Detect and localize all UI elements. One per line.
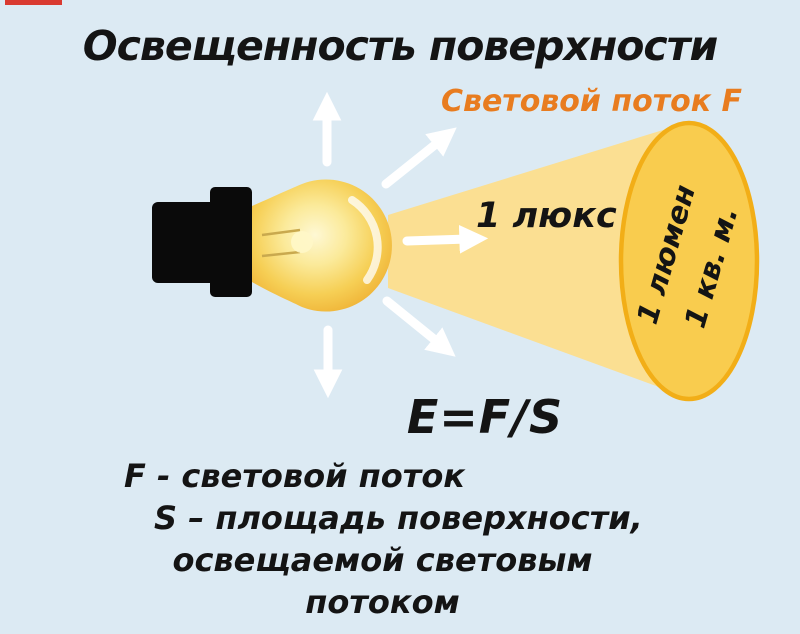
legend-area-definition-2: освещаемой световым [172, 541, 593, 579]
page-title: Освещенность поверхности [82, 22, 718, 70]
legend-flux-definition: F - световой поток [124, 457, 466, 495]
bulb-socket-collar [210, 187, 252, 297]
bulb-highlight [348, 196, 382, 284]
legend-area-definition-1: S – площадь поверхности, [154, 499, 643, 537]
red-strip [5, 0, 62, 5]
light-beam-cone [388, 122, 689, 398]
luminous-flux-label: Световой поток F [440, 84, 742, 119]
arrow-down-right-icon [382, 296, 456, 357]
light-bulb-icon [152, 179, 392, 312]
bulb-filament-glow [291, 231, 313, 253]
arrow-right-icon [402, 224, 489, 254]
formula: E=F/S [406, 390, 564, 444]
arrow-up-right-icon [381, 127, 457, 189]
bulb-filament [261, 228, 301, 258]
bulb-glass [252, 179, 392, 312]
lux-label: 1 люкс [476, 196, 617, 236]
white-radiating-arrows [312, 91, 489, 399]
legend: F - световой поток S – площадь поверхнос… [60, 455, 705, 623]
legend-area-definition-3: потоком [305, 583, 460, 621]
illuminated-surface-ellipse [618, 120, 760, 402]
